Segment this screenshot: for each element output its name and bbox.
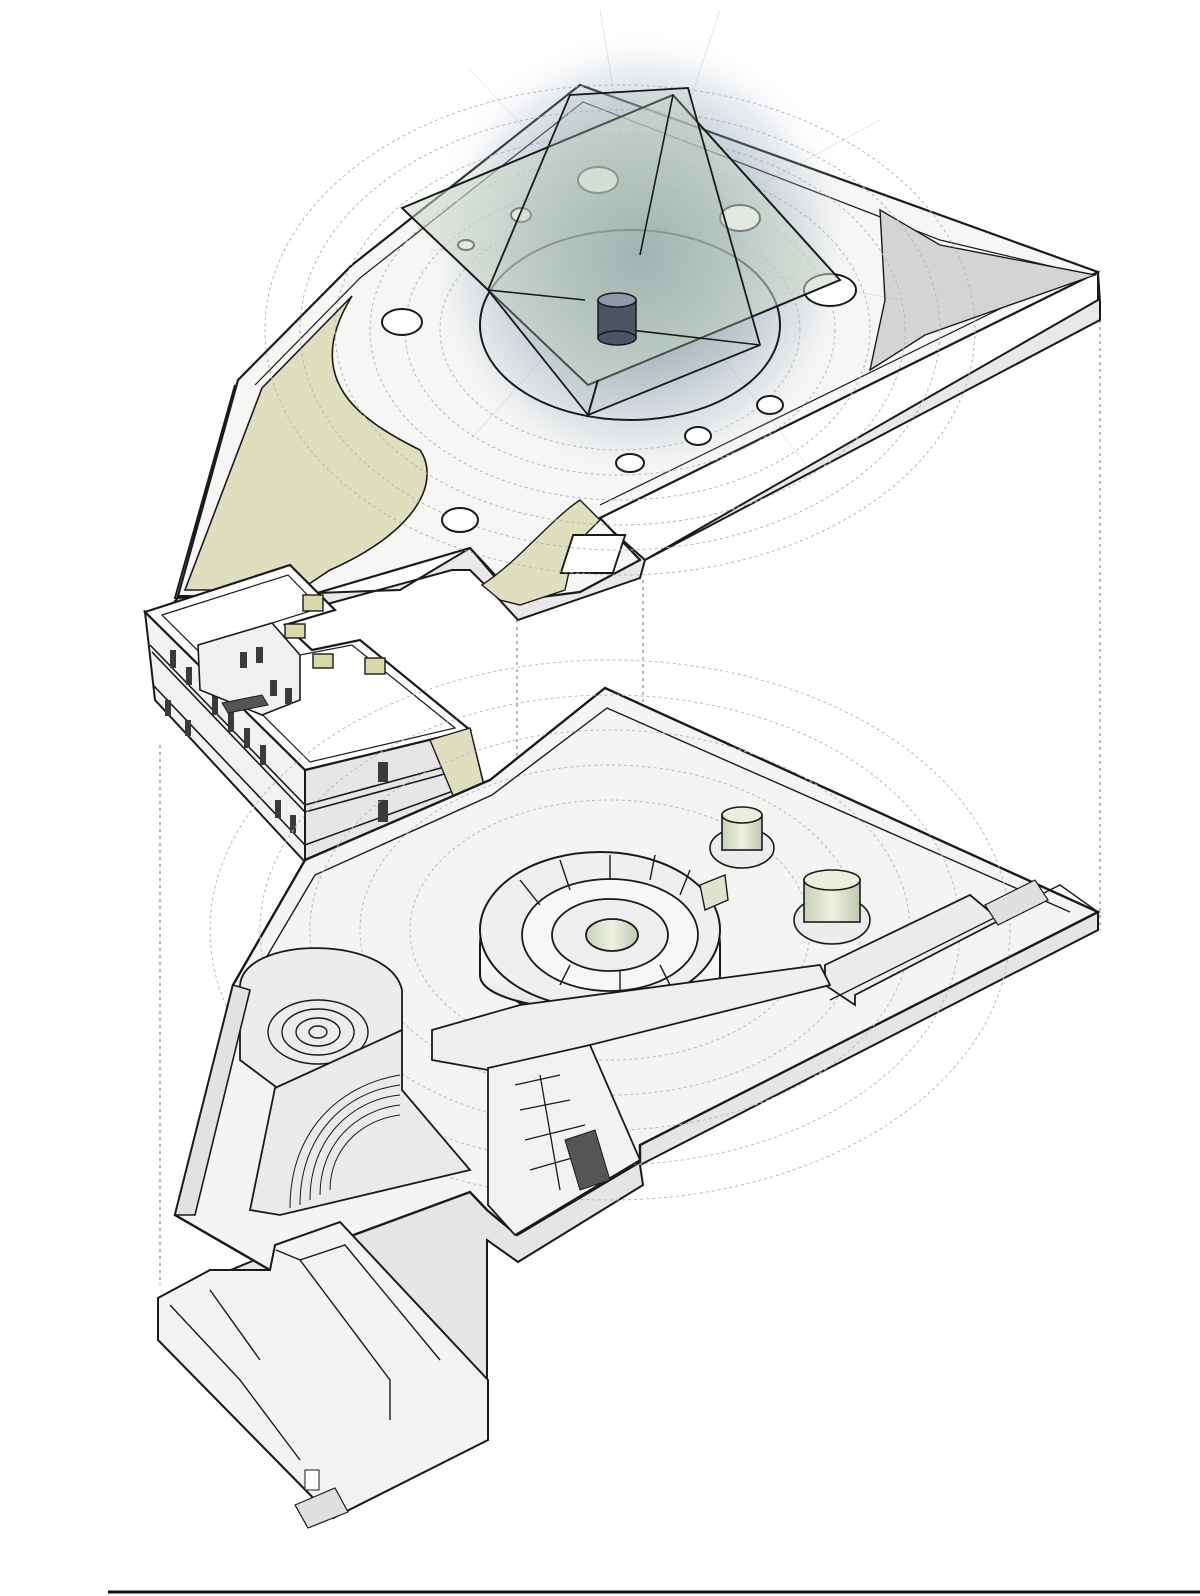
skylight-opening [441,507,479,533]
historic-building [142,563,487,865]
skylight-opening [381,308,423,336]
spiral-gallery [479,851,729,1024]
pyramid-base [486,87,762,417]
skylight-opening [615,453,645,473]
south-wing-door [304,1469,320,1491]
skylight-opening [756,395,784,415]
courtyard-windows [240,647,292,704]
west-gallery-wall [173,983,251,1216]
building-cornices [149,644,479,846]
central-cylinder [597,292,637,346]
circular-maze [267,999,369,1065]
arched-windows [165,650,388,833]
service-wing [431,964,832,1071]
courtyard-stair [221,694,269,714]
staircase-south [294,1487,349,1529]
roof-vent [312,653,334,669]
building-roof [142,563,473,772]
lower-gallery-level [157,659,1101,1529]
south-wing-walls [169,1244,441,1461]
east-corridor-wall [829,884,1099,1001]
roof-vents [284,594,386,675]
service-rooms [487,1043,642,1237]
maze-room [239,947,403,1092]
amphitheatre [248,1028,472,1216]
amphitheatre-steps [289,1074,401,1209]
staircase-central [564,1129,611,1191]
upper-plaza-level [162,9,1101,622]
roof-vent [302,594,324,612]
skylight-opening [684,426,712,446]
east-stair [984,879,1049,926]
lawn-area-south [480,499,601,606]
lawn-area-west [183,295,428,591]
south-wing [157,1220,489,1520]
gallery-partitions [519,854,691,993]
glass-pavilion-north [709,806,775,869]
plaza-stair-box [559,534,627,574]
perimeter-wall [249,707,1071,986]
pyramid-pane [400,93,842,387]
glass-pavilion-east [793,869,871,945]
glass-pyramid-skylight [400,87,842,417]
roof-vent [364,657,386,675]
plaza-east-ramp [868,208,1098,372]
roof-vent [284,623,306,639]
